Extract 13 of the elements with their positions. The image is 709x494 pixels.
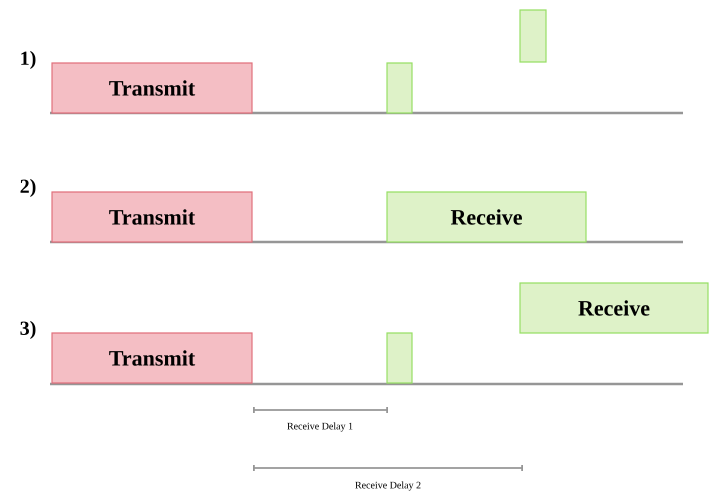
- receive-box: Receive: [519, 282, 709, 334]
- transmit-box: Transmit: [51, 62, 253, 114]
- dimension-label: Receive Delay 1: [287, 422, 352, 432]
- row-number: 1): [21, 50, 36, 70]
- transmit-box: Transmit: [51, 191, 253, 243]
- receive-window: [386, 62, 413, 114]
- transmit-box: Transmit: [51, 332, 253, 384]
- receive-window: [386, 332, 413, 384]
- row-number: 3): [20, 320, 36, 340]
- receive-box: Receive: [386, 191, 587, 243]
- row-number: 2): [20, 178, 36, 198]
- dimension-label: Receive Delay 2: [355, 481, 420, 491]
- receive-window: [519, 9, 547, 63]
